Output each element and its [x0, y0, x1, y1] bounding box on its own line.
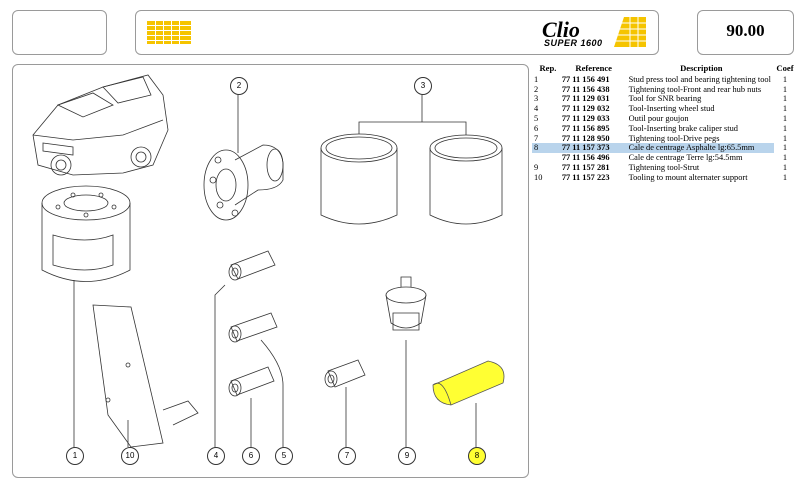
- cell-reference: 77 11 129 033: [561, 113, 610, 123]
- part-3-bearing-rings: [320, 95, 503, 225]
- callout-2[interactable]: 2: [230, 77, 248, 95]
- table-row[interactable]: 1 77 11 156 491 Stud press tool and bearin…: [532, 75, 796, 85]
- cell-reference: 77 11 129 032: [561, 104, 610, 114]
- callout-8-highlighted[interactable]: 8: [468, 447, 486, 465]
- cell-rep: 7: [534, 133, 539, 143]
- cell-description: Tightening tool-Front and rear hub nuts: [628, 84, 762, 94]
- part-7-drive-peg-tool: [324, 359, 366, 447]
- cell-rep: 5: [534, 113, 539, 123]
- cell-coef: 1: [782, 94, 788, 104]
- header-coef: Coef: [776, 63, 794, 73]
- table-row[interactable]: 3 77 11 129 031 Tool for SNR bearing 1: [532, 94, 796, 104]
- table-row[interactable]: 77 11 156 496 Cale de centrage Terre lg:5…: [532, 153, 796, 163]
- cell-rep: [532, 153, 562, 163]
- cell-description: Tool-Inserting brake caliper stud: [628, 123, 738, 133]
- cell-reference: 77 11 156 491: [561, 74, 610, 84]
- part-9-strut-tool: [385, 276, 427, 447]
- cell-rep: 6: [534, 123, 539, 133]
- yellow-stripes-logo: [614, 17, 646, 47]
- cell-reference: 77 11 157 223: [561, 172, 610, 182]
- table-row[interactable]: 5 77 11 129 033 Outil pour goujon 1: [532, 114, 796, 124]
- parts-4-5-6-bushings: [214, 250, 284, 447]
- cell-coef: 1: [782, 123, 788, 133]
- model-logo-text: Clio: [542, 17, 580, 42]
- table-row[interactable]: 10 77 11 157 223 Tooling to mount alternat…: [532, 173, 796, 183]
- table-header-row: Rep. Reference Description Coef: [532, 63, 796, 75]
- part-8-centering-shim: [432, 360, 505, 447]
- cell-rep: 1: [534, 74, 539, 84]
- cell-reference: 77 11 157 373: [561, 143, 626, 154]
- cell-description: Tightening tool-Strut: [628, 162, 700, 172]
- page-number-box: 90.00: [697, 10, 794, 55]
- header-reference: Reference: [575, 63, 612, 73]
- cell-coef: 1: [782, 143, 788, 153]
- cell-rep: 8: [532, 143, 562, 154]
- renault-stripes-logo: [147, 19, 191, 45]
- cell-coef: 1: [782, 113, 788, 123]
- cell-rep: 10: [534, 172, 543, 182]
- cell-coef: 1: [782, 172, 788, 182]
- cell-rep: 4: [534, 104, 539, 114]
- cell-description: Tool-Inserting wheel stud: [628, 104, 715, 114]
- part-2-hub-tool: [203, 95, 284, 221]
- cell-coef: 1: [782, 153, 788, 163]
- cell-reference: 77 11 128 950: [561, 133, 610, 143]
- table-row[interactable]: 6 77 11 156 895 Tool-Inserting brake calip…: [532, 124, 796, 134]
- header-rep: Rep.: [539, 63, 557, 73]
- table-row[interactable]: 2 77 11 156 438 Tightening tool-Front and …: [532, 85, 796, 95]
- cell-rep: 9: [534, 162, 539, 172]
- cell-coef: 1: [782, 133, 788, 143]
- cell-coef: 1: [782, 162, 788, 172]
- cell-description: Tool for SNR bearing: [628, 94, 702, 104]
- table-row[interactable]: 7 77 11 128 950 Tightening tool-Drive pegs…: [532, 134, 796, 144]
- model-variant-text: SUPER 1600: [544, 38, 603, 48]
- car-illustration: [32, 74, 169, 176]
- header-description: Description: [680, 63, 723, 73]
- cell-description: Stud press tool and bearing tightening t…: [628, 74, 771, 84]
- callout-1[interactable]: 1: [66, 447, 84, 465]
- cell-coef: 1: [782, 84, 788, 94]
- cell-rep: 2: [534, 84, 539, 94]
- page-number: 90.00: [726, 21, 765, 40]
- callout-3[interactable]: 3: [414, 77, 432, 95]
- cell-reference: 77 11 129 031: [561, 94, 610, 104]
- tools-illustration: [32, 74, 505, 448]
- part-1-press-tool: [41, 185, 131, 447]
- cell-reference: 77 11 156 895: [561, 123, 610, 133]
- header-title-box: Clio SUPER 1600: [135, 10, 659, 55]
- cell-reference: 77 11 156 438: [561, 84, 610, 94]
- callout-6[interactable]: 6: [242, 447, 260, 465]
- table-row[interactable]: 9 77 11 157 281 Tightening tool-Strut 1: [532, 163, 796, 173]
- callout-7[interactable]: 7: [338, 447, 356, 465]
- cell-description: Cale de centrage Asphalte lg:65.5mm: [625, 143, 775, 154]
- cell-description: Tightening tool-Drive pegs: [628, 133, 720, 143]
- header-blank-box: [12, 10, 107, 55]
- cell-description: Tooling to mount alternater support: [628, 172, 748, 182]
- exploded-view-panel: 1 2 3 4 5 6 7 8 9 10: [12, 64, 529, 478]
- cell-reference: 77 11 156 496: [561, 153, 610, 163]
- cell-rep: 3: [534, 94, 539, 104]
- cell-coef: 1: [782, 74, 788, 84]
- callout-5[interactable]: 5: [275, 447, 293, 465]
- part-10-alternator-bracket: [92, 304, 199, 448]
- cell-coef: 1: [782, 104, 788, 114]
- cell-description: Cale de centrage Terre lg:54.5mm: [628, 153, 743, 163]
- cell-description: Outil pour goujon: [628, 113, 689, 123]
- callout-9[interactable]: 9: [398, 447, 416, 465]
- callout-4[interactable]: 4: [207, 447, 225, 465]
- cell-reference: 77 11 157 281: [561, 162, 610, 172]
- callout-10[interactable]: 10: [121, 447, 139, 465]
- table-row[interactable]: 4 77 11 129 032 Tool-Inserting wheel stud 1: [532, 104, 796, 114]
